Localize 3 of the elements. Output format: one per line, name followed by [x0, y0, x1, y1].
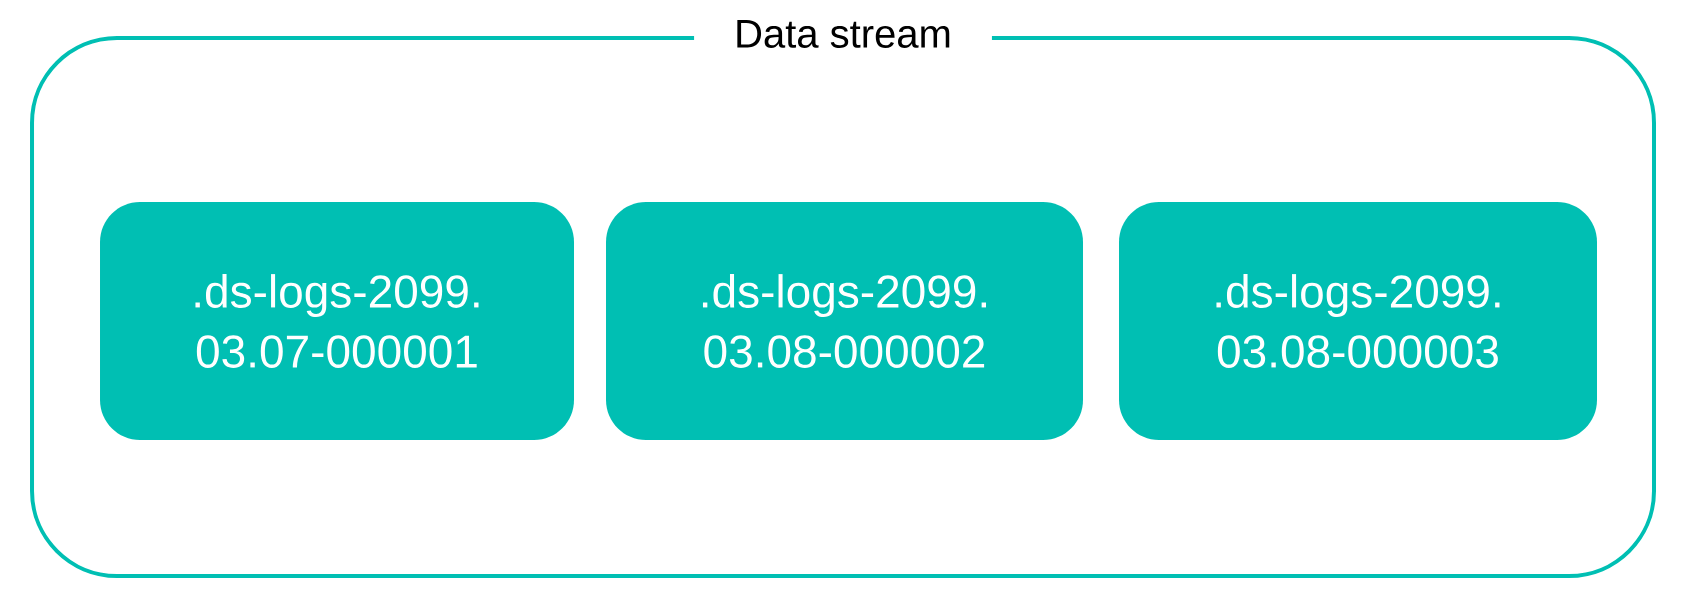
index-box: .ds-logs-2099. 03.08-000003 — [1119, 202, 1597, 440]
index-box: .ds-logs-2099. 03.08-000002 — [606, 202, 1083, 440]
index-box: .ds-logs-2099. 03.07-000001 — [100, 202, 574, 440]
